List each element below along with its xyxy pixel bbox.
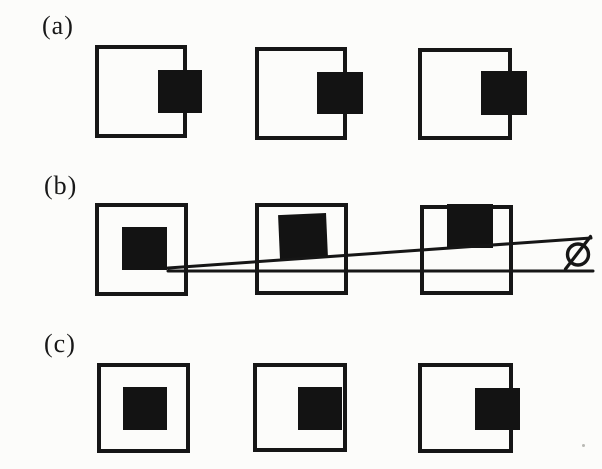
filled-square-c1	[123, 387, 167, 430]
filled-square-a1	[158, 70, 202, 113]
tilted-glide-line	[166, 236, 593, 270]
filled-square-c2	[298, 387, 342, 430]
row-label-a: (a)	[42, 11, 74, 40]
filled-square-b3	[447, 204, 493, 248]
row-label-b: (b)	[44, 171, 78, 200]
scan-speck	[582, 444, 585, 447]
phi-angle-symbol	[563, 234, 593, 271]
phi-angle-symbol-text: Ø	[0, 0, 1, 1]
outline-square-c1	[97, 363, 190, 453]
filled-square-a3	[481, 71, 527, 115]
filled-square-b2	[278, 212, 328, 260]
row-label-c: (c)	[44, 329, 76, 358]
outline-square-c2	[253, 363, 347, 452]
filled-square-c3	[475, 388, 520, 430]
filled-square-a2	[317, 72, 363, 114]
filled-square-b1	[122, 227, 167, 270]
